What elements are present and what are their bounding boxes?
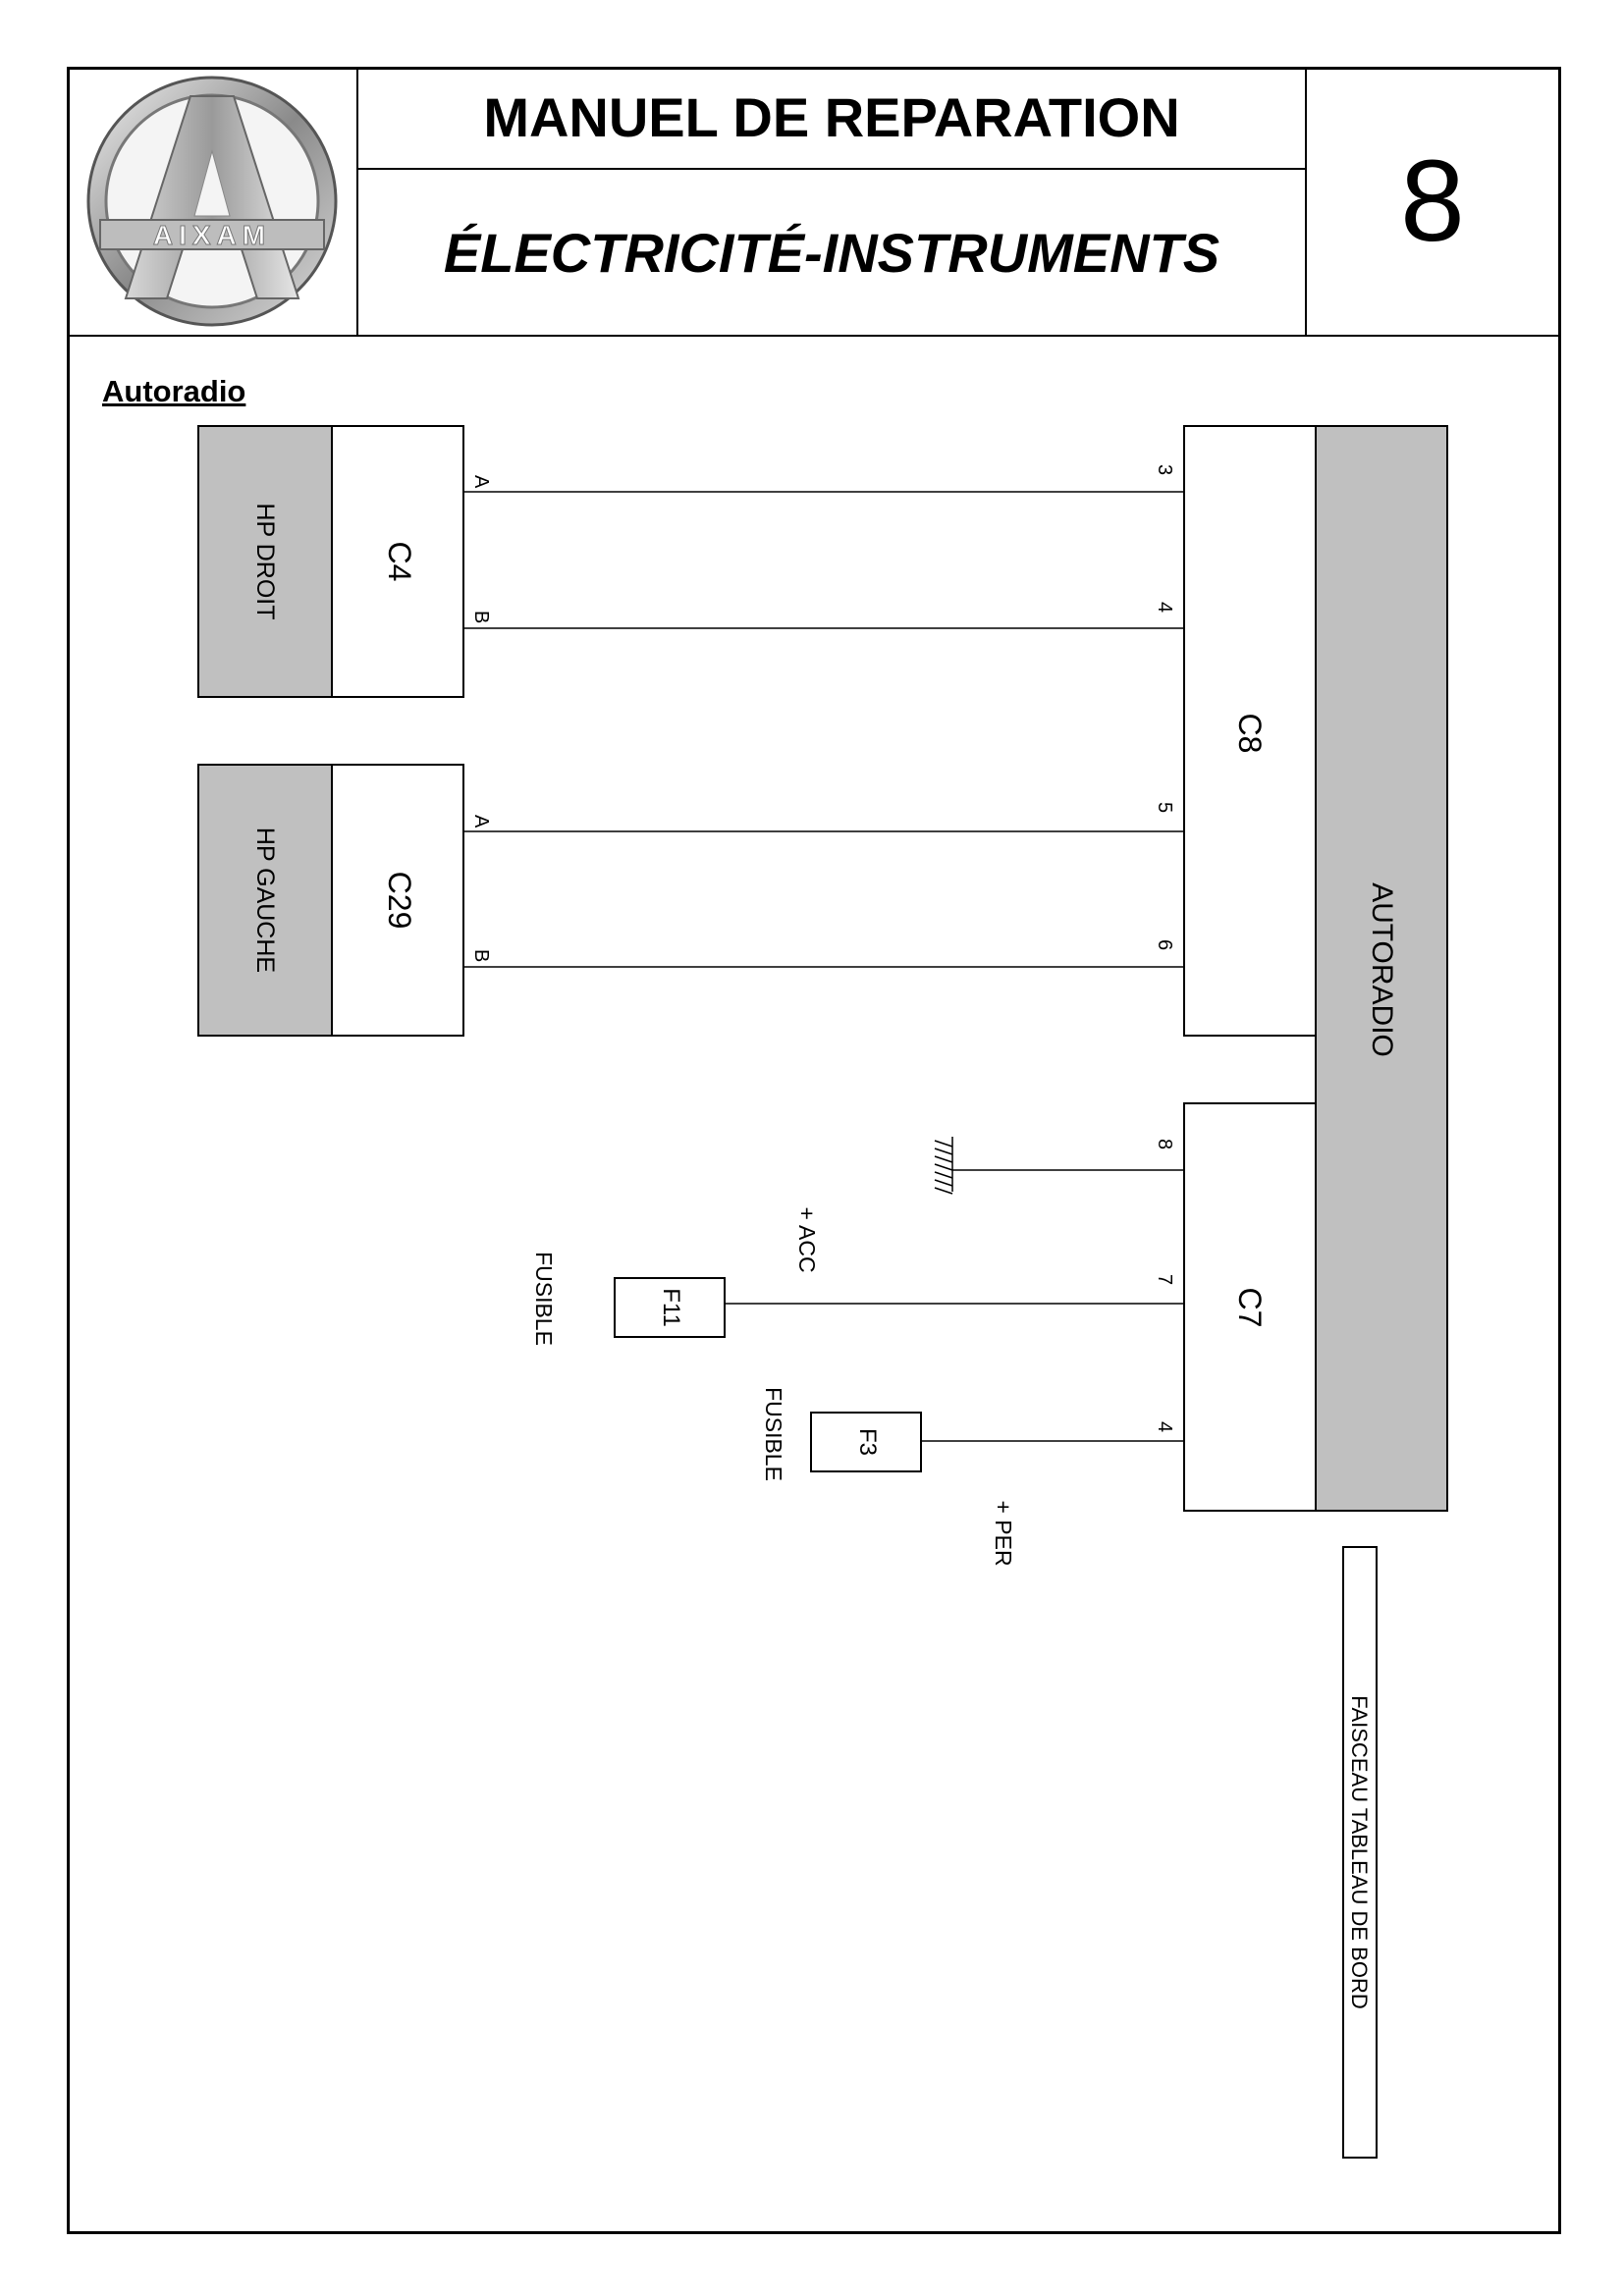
pin-c7-7: 7 — [1154, 1274, 1175, 1285]
radio-body — [1315, 425, 1448, 1512]
fuse-f3-caption: FUSIBLE — [761, 1387, 786, 1481]
harness-label: FAISCEAU TABLEAU DE BORD — [1347, 1695, 1372, 2009]
chapter-number: 8 — [1400, 135, 1465, 266]
pin-c7-8: 8 — [1154, 1139, 1175, 1149]
pin-c8-4: 4 — [1154, 602, 1175, 613]
page-frame — [67, 67, 1561, 2234]
connector-c29 — [331, 764, 464, 1037]
speaker-left-label: HP GAUCHE — [251, 828, 279, 973]
pin-c29-b: B — [470, 949, 492, 962]
pin-c4-a: A — [470, 475, 492, 489]
speaker-left-body — [197, 764, 333, 1037]
manual-title: MANUEL DE REPARATION — [358, 67, 1305, 170]
connector-c4 — [331, 425, 464, 698]
connector-c29-label: C29 — [382, 872, 417, 930]
harness-box — [1342, 1546, 1378, 2159]
connector-c7-label: C7 — [1232, 1288, 1268, 1328]
aixam-logo: AIXAM — [86, 76, 338, 327]
fuse-f3 — [810, 1412, 922, 1472]
connector-c7 — [1183, 1102, 1317, 1512]
fuse-f11-label: F11 — [658, 1288, 684, 1327]
connector-c4-label: C4 — [382, 542, 417, 582]
speaker-right-label: HP DROIT — [251, 504, 279, 620]
pin-c7-4: 4 — [1154, 1421, 1175, 1432]
section-title: Autoradio — [102, 374, 246, 408]
supply-per-label: + PER — [991, 1500, 1016, 1566]
connector-c8 — [1183, 425, 1317, 1037]
radio-label: AUTORADIO — [1366, 882, 1398, 1057]
logo-wordmark: AIXAM — [153, 220, 271, 250]
supply-acc-label: + ACC — [794, 1206, 820, 1272]
logo-cell: AIXAM — [67, 67, 358, 335]
page-header: AIXAM MANUEL DE REPARATION ÉLECTRICITÉ-I… — [67, 67, 1561, 337]
chapter-subtitle: ÉLECTRICITÉ-INSTRUMENTS — [443, 221, 1220, 284]
fuse-f11-caption: FUSIBLE — [531, 1252, 557, 1346]
fuse-f3-label: F3 — [854, 1428, 881, 1456]
fuse-f11 — [614, 1277, 726, 1338]
title-cell: MANUEL DE REPARATION ÉLECTRICITÉ-INSTRUM… — [358, 67, 1307, 335]
pin-c8-6: 6 — [1154, 939, 1175, 950]
pin-c4-b: B — [470, 611, 492, 623]
connector-c8-label: C8 — [1232, 714, 1268, 754]
speaker-right-body — [197, 425, 333, 698]
pin-c8-5: 5 — [1154, 802, 1175, 813]
pin-c29-a: A — [470, 815, 492, 828]
pin-c8-3: 3 — [1154, 464, 1175, 475]
ground-icon — [934, 1137, 953, 1195]
